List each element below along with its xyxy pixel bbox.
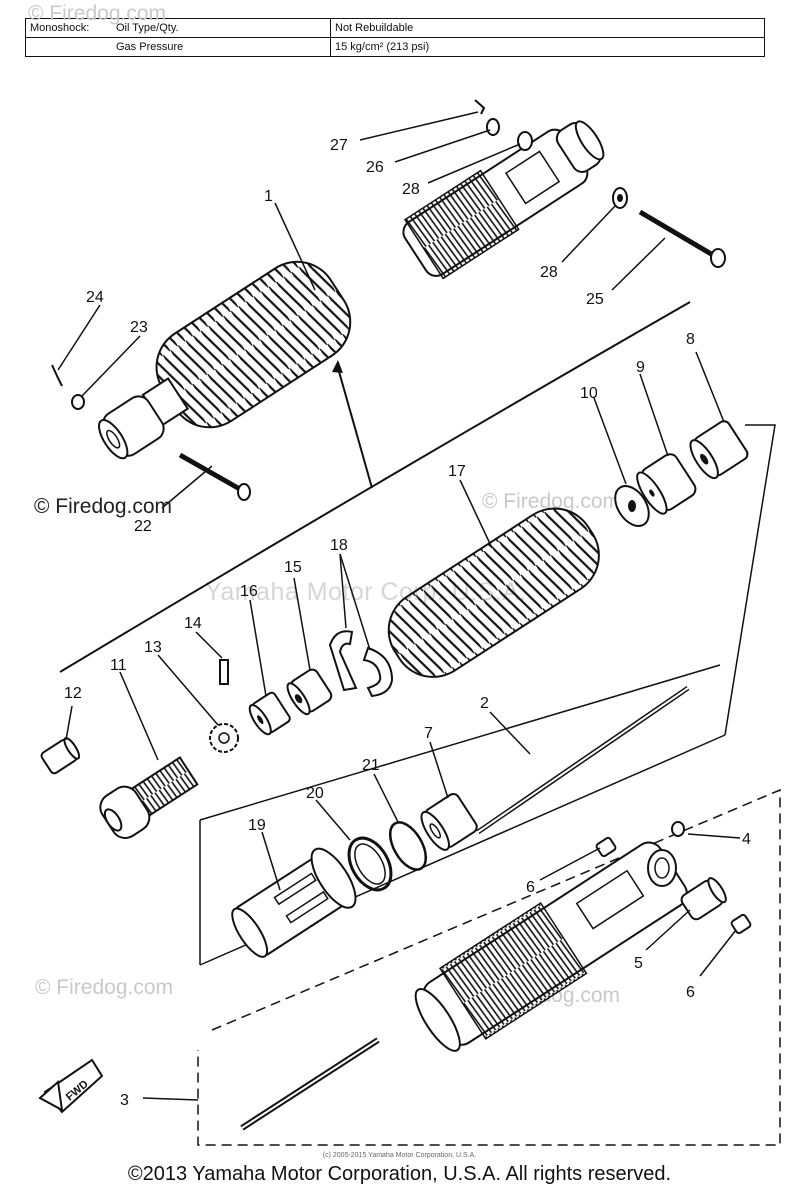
assembly-arrow <box>337 367 373 489</box>
callout-8: 8 <box>686 331 695 348</box>
footer-copyright: ©2013 Yamaha Motor Corporation, U.S.A. A… <box>127 1163 672 1185</box>
callout-6b: 6 <box>686 984 695 1001</box>
small-copyright: (c) 2005-2015 Yamaha Motor Corporation, … <box>322 1152 477 1159</box>
spec-item: Gas Pressure <box>112 37 331 57</box>
callout-24: 24 <box>86 289 104 306</box>
callout-17: 17 <box>448 463 466 480</box>
rod-parts <box>199 664 726 966</box>
spec-table: Monoshock: Oil Type/Qty. Not Rebuildable… <box>25 18 765 57</box>
callout-15: 15 <box>284 559 302 576</box>
leader-lines <box>57 111 741 977</box>
callout-6: 6 <box>526 879 535 896</box>
callout-2: 2 <box>480 695 489 712</box>
callout-3: 3 <box>120 1092 129 1109</box>
callout-28b: 28 <box>540 264 558 281</box>
callout-22: 22 <box>134 518 152 535</box>
callout-9: 9 <box>636 359 645 376</box>
shock-body: FWD <box>38 788 781 1146</box>
firedog-watermark-main: © Firedog.com <box>34 495 173 518</box>
callout-20: 20 <box>306 785 324 802</box>
callout-25: 25 <box>586 291 604 308</box>
firedog-watermark: © Firedog.com <box>482 490 621 513</box>
callout-23: 23 <box>130 319 148 336</box>
callout-10: 10 <box>580 385 598 402</box>
callout-18: 18 <box>330 537 348 554</box>
callout-21: 21 <box>362 757 380 774</box>
callout-16: 16 <box>240 583 258 600</box>
callout-26: 26 <box>366 159 384 176</box>
callout-numbers: 1 2 3 4 5 6 6 7 8 9 10 11 12 13 14 15 16… <box>64 137 751 1109</box>
callout-7: 7 <box>424 725 433 742</box>
callout-28: 28 <box>402 181 420 198</box>
spec-row: Gas Pressure 15 kg/cm² (213 psi) <box>25 37 765 57</box>
callout-19: 19 <box>248 817 266 834</box>
callout-5: 5 <box>634 955 643 972</box>
callout-4: 4 <box>742 831 751 848</box>
callout-11: 11 <box>110 657 127 674</box>
firedog-watermark: © Firedog.com <box>35 976 174 999</box>
shock-assembly <box>51 99 726 501</box>
spec-label <box>25 37 112 57</box>
callout-13: 13 <box>144 639 162 656</box>
callout-1: 1 <box>264 188 273 205</box>
arrow-head <box>332 360 343 373</box>
spec-value: 15 kg/cm² (213 psi) <box>330 37 765 57</box>
spec-label: Monoshock: <box>25 18 112 38</box>
callout-27: 27 <box>330 137 348 154</box>
callout-14: 14 <box>184 615 202 632</box>
section-divider <box>59 301 691 673</box>
firedog-watermark: © Firedog.com <box>28 2 167 25</box>
spec-value: Not Rebuildable <box>330 18 765 38</box>
exploded-parts <box>40 420 776 839</box>
callout-12: 12 <box>64 685 82 702</box>
